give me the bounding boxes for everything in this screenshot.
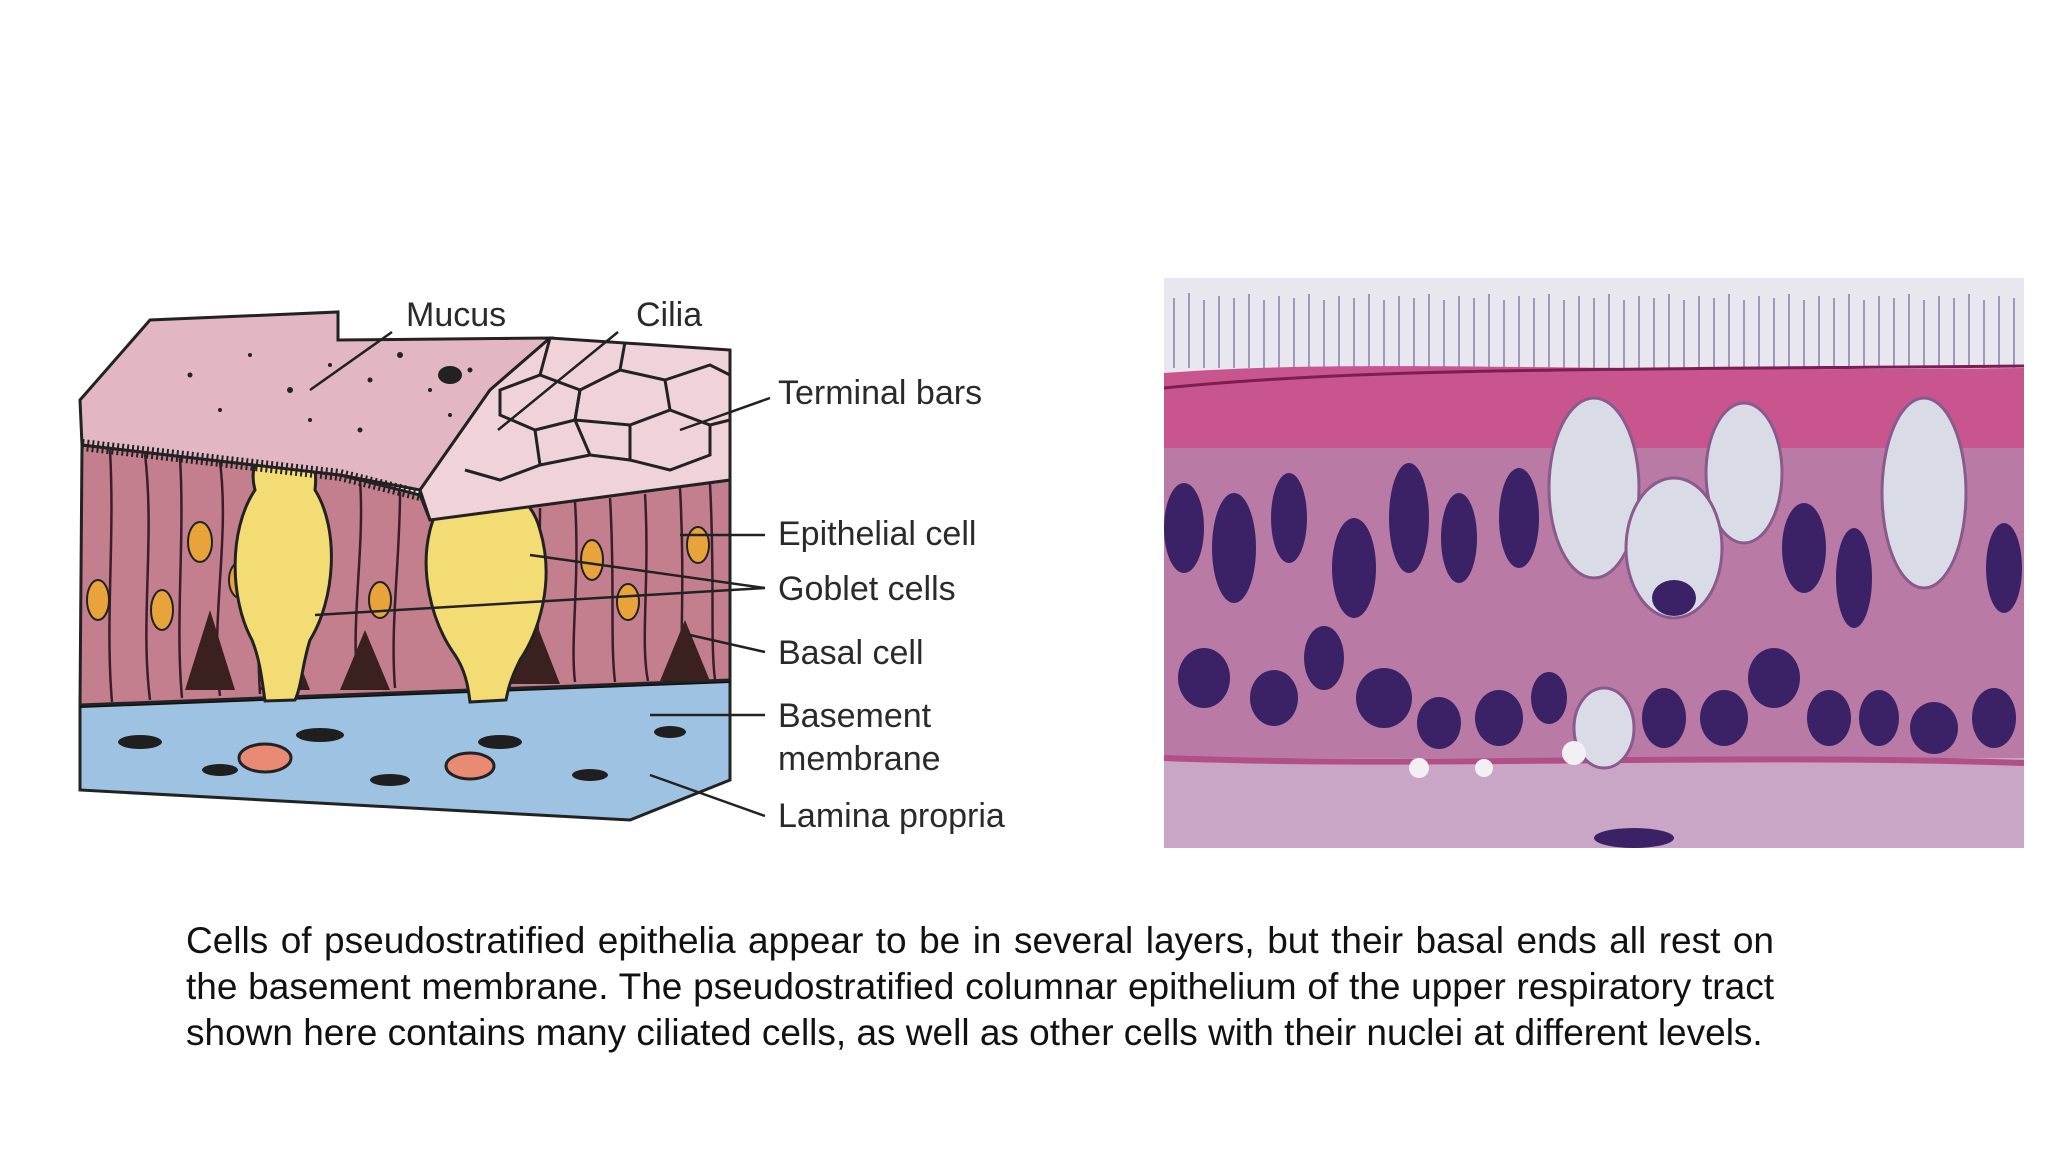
- mucus-speckles: [187, 352, 473, 433]
- lamina-cells: [118, 726, 686, 786]
- lamina-blood-cell-1: [237, 742, 293, 774]
- lamina-blood-cell-2: [444, 751, 496, 781]
- micrograph-vacuoles: [1409, 741, 1586, 778]
- label-goblet-cells: Goblet cells: [778, 570, 956, 608]
- epithelium-illustration: Mucus Cilia Terminal bars Epithelial cel…: [78, 296, 1005, 835]
- goblet-cell-right: [424, 482, 548, 704]
- micrograph-goblet-cells: [1547, 396, 1968, 770]
- label-epithelial-cell: Epithelial cell: [778, 515, 976, 553]
- cilia-fringe: [81, 439, 422, 501]
- leader-lines: [309, 330, 771, 818]
- micrograph-apical-line: [1164, 364, 2024, 390]
- terminal-bars-mesh: [464, 337, 731, 482]
- label-lamina-propria: Lamina propria: [778, 797, 1005, 835]
- label-basal-cell: Basal cell: [778, 634, 924, 672]
- label-mucus: Mucus: [406, 296, 506, 334]
- micrograph-basal-region: [1164, 758, 2024, 848]
- micrograph-nuclei: [1164, 463, 2022, 848]
- micrograph-cilia-strokes: [1173, 293, 2015, 368]
- label-basement-membrane-1: Basement: [778, 697, 932, 735]
- label-terminal-bars: Terminal bars: [778, 374, 982, 412]
- goblet-cell-left: [233, 440, 333, 703]
- label-cilia: Cilia: [636, 296, 702, 334]
- caption-text: Cells of pseudostratified epithelia appe…: [186, 920, 1774, 1053]
- terminal-bars-surface: [418, 336, 732, 522]
- label-basement-membrane-2: membrane: [778, 740, 941, 778]
- histology-micrograph: [1164, 278, 2024, 848]
